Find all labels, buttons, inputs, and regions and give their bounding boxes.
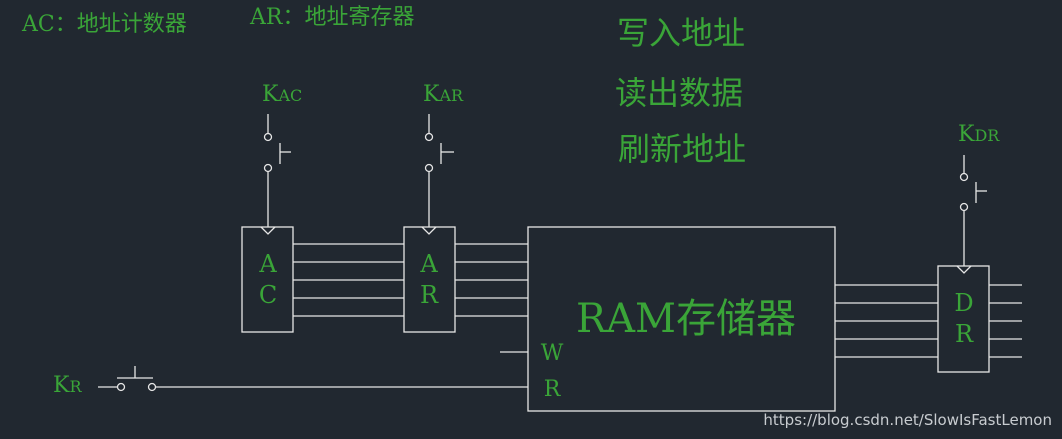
- switch-kar: KAR: [423, 82, 464, 227]
- switch-kdr-sub: DR: [974, 126, 1000, 145]
- switch-kac-label: KAC: [262, 82, 302, 107]
- block-ac: A C: [241, 226, 294, 333]
- block-dr-letter-d: D: [954, 289, 973, 317]
- switch-kar-main: K: [423, 82, 440, 107]
- switch-kr: KR: [53, 366, 528, 398]
- block-ar: A R: [403, 226, 456, 333]
- switch-kr-sub: R: [69, 377, 82, 396]
- step-write-address: 写入地址: [617, 14, 745, 52]
- switch-kar-label: KAR: [423, 82, 464, 107]
- data-bus: [835, 284, 1022, 358]
- address-bus: [293, 243, 528, 317]
- block-ac-letter-c: C: [259, 281, 277, 309]
- step-refresh-address: 刷新地址: [618, 130, 746, 168]
- switch-kac-sub: AC: [277, 86, 302, 105]
- block-ar-letter-r: R: [420, 281, 439, 309]
- ram-pin-w: W: [541, 341, 564, 366]
- block-ac-letter-a: A: [258, 250, 277, 278]
- watermark: https://blog.csdn.net/SlowIsFastLemon: [763, 411, 1052, 429]
- switch-kac: KAC: [262, 82, 302, 227]
- switch-kdr-main: K: [958, 122, 975, 147]
- switch-kac-main: K: [262, 82, 279, 107]
- switch-kr-label: KR: [53, 373, 82, 398]
- step-read-data: 读出数据: [615, 74, 743, 112]
- block-dr: D R: [937, 265, 990, 373]
- legend-ar: AR：地址寄存器: [249, 5, 414, 30]
- ram-label: RAM存储器: [576, 296, 796, 342]
- switch-kar-sub: AR: [438, 86, 464, 105]
- switch-kr-main: K: [53, 373, 70, 398]
- block-ar-letter-a: A: [419, 250, 438, 278]
- switch-kdr: KDR: [958, 122, 1000, 266]
- legend-ac: AC：地址计数器: [21, 12, 187, 37]
- ram-pin-r: R: [544, 377, 562, 402]
- switch-kdr-label: KDR: [958, 122, 1000, 147]
- block-ram: RAM存储器 W R: [500, 226, 836, 412]
- block-dr-letter-r: R: [955, 320, 974, 348]
